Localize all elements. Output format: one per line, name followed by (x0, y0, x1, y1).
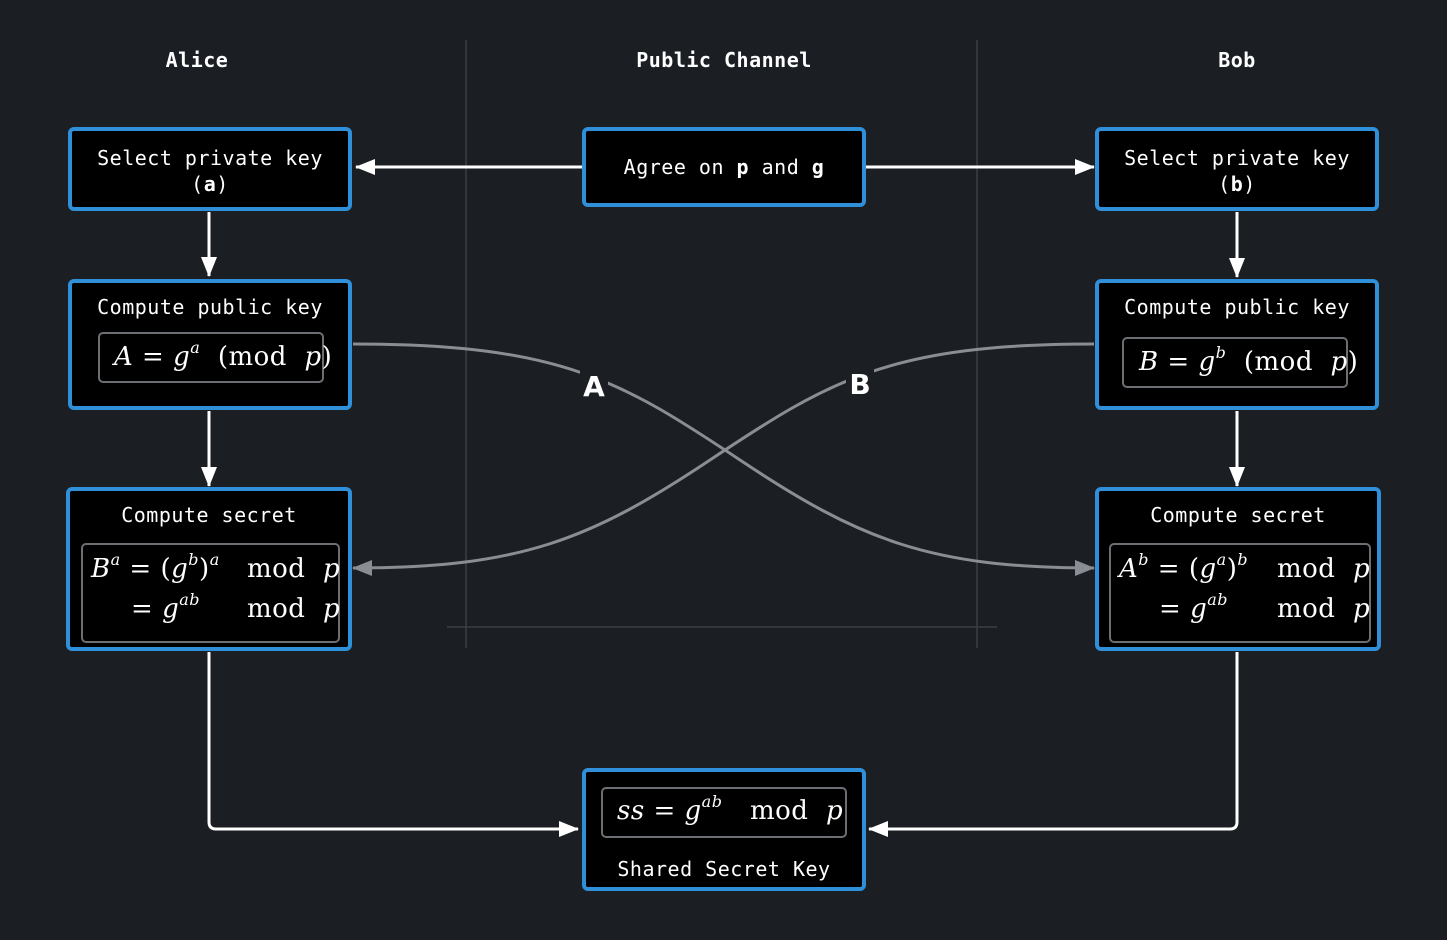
bob-secret-formula-line2: = gab (1159, 590, 1228, 625)
column-title-bob: Bob (1218, 48, 1256, 72)
bob-secret-title: Compute secret (1150, 503, 1326, 527)
alice-public-key-node: Compute public key A = ga (mod p) (68, 279, 352, 410)
column-title-public-channel: Public Channel (636, 48, 812, 72)
shared-secret-label: Shared Secret Key (617, 857, 831, 881)
bob-private-key-title: Select private key (1124, 146, 1350, 170)
alice-public-key-title: Compute public key (97, 295, 323, 319)
shared-secret-formula: ss = gab mod p (601, 787, 847, 838)
agree-prefix: Agree on (623, 155, 737, 179)
alice-secret-formula-line1: Ba = (gb)a (91, 550, 220, 585)
bob-public-key-formula: B = gb (mod p) (1122, 337, 1358, 388)
bob-private-key-node: Select private key (b) (1095, 127, 1379, 211)
bob-secret-formula-line1: Ab = (ga)b (1119, 550, 1249, 585)
agree-g: g (811, 155, 825, 179)
bob-secret-node: Compute secret Ab = (ga)b mod p = gab mo… (1095, 487, 1381, 651)
alice-secret-formula: Ba = (gb)a mod p = gab mod p (81, 543, 340, 643)
arrow-alice-secret-to-shared (207, 652, 579, 837)
alice-secret-title: Compute secret (121, 503, 297, 527)
alice-private-key-var: (a) (191, 172, 229, 196)
bob-public-key-node: Compute public key B = gb (mod p) (1095, 279, 1379, 410)
bob-private-key-var: (b) (1218, 172, 1256, 196)
alice-private-key-title: Select private key (97, 146, 323, 170)
edge-label-a: A (583, 370, 605, 403)
edge-label-a-bg (580, 370, 608, 400)
arrow-alice-public-to-bob-secret (352, 342, 1095, 576)
alice-secret-formula-line2: = gab (131, 590, 200, 625)
bob-secret-formula: Ab = (ga)b mod p = gab mod p (1109, 543, 1371, 643)
agree-p: p (736, 155, 750, 179)
alice-private-key-node: Select private key (a) (68, 127, 352, 211)
agree-label: Agree on p and g (586, 154, 862, 180)
edge-label-b: B (849, 368, 870, 401)
arrow-bob-public-to-alice-secret (352, 342, 1095, 576)
alice-public-key-formula: A = ga (mod p) (98, 332, 332, 383)
shared-secret-node: ss = gab mod p Shared Secret Key (582, 768, 866, 891)
alice-secret-node: Compute secret Ba = (gb)a mod p = gab mo… (66, 487, 352, 651)
agree-and: and (749, 155, 812, 179)
bob-public-key-title: Compute public key (1124, 295, 1350, 319)
column-title-alice: Alice (165, 48, 229, 72)
arrow-bob-secret-to-shared (868, 652, 1239, 837)
agree-node: Agree on p and g (582, 127, 866, 207)
edge-label-b-bg (846, 368, 874, 398)
